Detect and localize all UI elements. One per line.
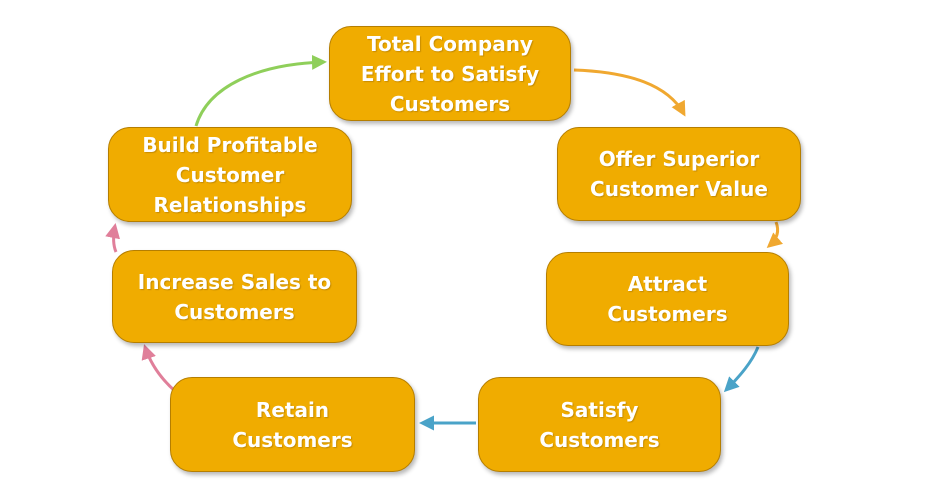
- arrow-effort-to-value: [573, 68, 686, 117]
- node-build-relationships: Build Profitable Customer Relationships: [108, 127, 352, 222]
- node-attract-customers: Attract Customers: [546, 252, 789, 346]
- node-label: Offer Superior Customer Value: [590, 147, 768, 201]
- node-label: Satisfy Customers: [539, 397, 660, 452]
- node-label: Retain Customers: [232, 397, 353, 452]
- node-label: Attract Customers: [607, 272, 728, 326]
- node-label: Increase Sales to Customers: [137, 269, 332, 324]
- arrow-attract-to-satisfy: [723, 346, 760, 393]
- arrow-value-to-attract: [766, 221, 783, 248]
- node-total-company-effort: Total Company Effort to Satisfy Customer…: [329, 26, 571, 121]
- node-offer-superior-value: Offer Superior Customer Value: [557, 127, 801, 221]
- arrow-increase-to-build: [105, 223, 121, 253]
- arrow-build-to-effort: [194, 54, 327, 127]
- node-label: Total Company Effort to Satisfy Customer…: [360, 31, 540, 116]
- node-increase-sales: Increase Sales to Customers: [112, 250, 357, 343]
- node-label: Build Profitable Customer Relationships: [142, 132, 318, 217]
- node-retain-customers: Retain Customers: [170, 377, 415, 472]
- arrow-retain-to-increase: [141, 344, 177, 394]
- node-satisfy-customers: Satisfy Customers: [478, 377, 721, 472]
